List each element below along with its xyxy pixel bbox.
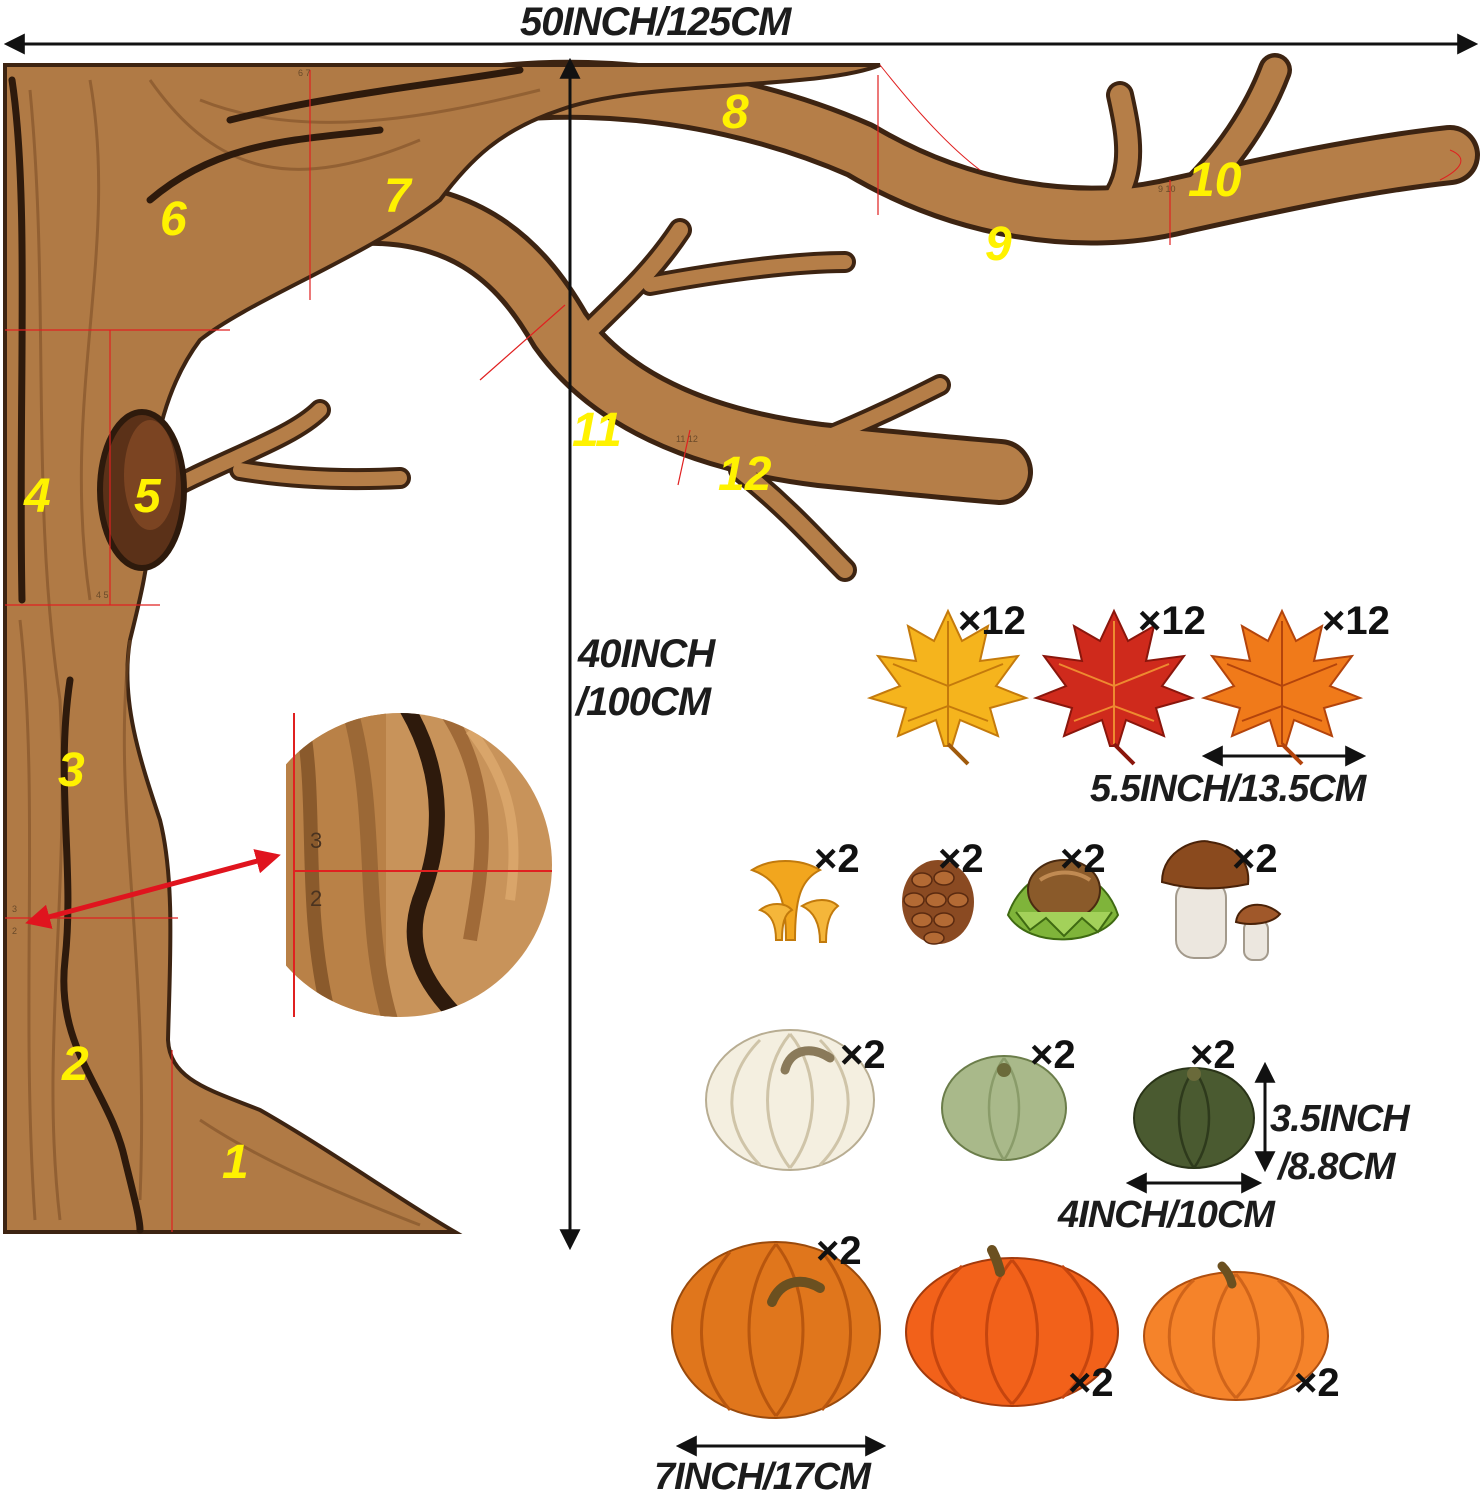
forest-items: ×2 ×2 ×2 ×2 — [749, 837, 1282, 961]
piece-number: 9 — [985, 218, 1012, 271]
piece-number: 2 — [61, 1038, 89, 1091]
maple-leaf-orange-icon — [1200, 608, 1364, 766]
maple-leaf-yellow-icon — [866, 608, 1030, 766]
piece-number: 3 — [58, 744, 85, 797]
total-width-label: 50INCH/125CM — [520, 0, 791, 44]
maple-leaves: ×12 ×12 ×12 — [866, 599, 1390, 766]
qty-leaf-orange: ×12 — [1322, 599, 1390, 643]
qty-leaf-red: ×12 — [1138, 599, 1206, 643]
svg-text:6 7: 6 7 — [298, 68, 311, 78]
qty-hazelnut: ×2 — [1060, 837, 1106, 881]
porcini-mushroom-icon — [1160, 840, 1282, 961]
tree-decal: 6 7 4 5 3 2 9 10 11 12 1 2 3 4 5 6 7 8 9… — [3, 53, 1480, 1234]
pumpkin-white-icon — [705, 1029, 875, 1171]
pinecone-icon — [902, 860, 974, 945]
svg-text:9 10: 9 10 — [1158, 184, 1176, 194]
qty-pumpkin-green: ×2 — [1030, 1033, 1076, 1077]
height-label-line1: 40INCH — [578, 632, 715, 676]
svg-text:4 5: 4 5 — [96, 590, 109, 600]
small-pumpkin-height-label-line1: 3.5INCH — [1270, 1098, 1410, 1140]
pumpkin-orange-small-icon — [1143, 1261, 1329, 1401]
leaf-width-label: 5.5INCH/13.5CM — [1090, 768, 1366, 810]
joint-zoom-detail: 3 2 — [25, 713, 552, 1017]
qty-leaf-yellow: ×12 — [958, 599, 1026, 643]
piece-number: 11 — [572, 404, 622, 457]
zoom-pointer-arrow — [25, 849, 281, 929]
qty-pumpkin-orange-small: ×2 — [1294, 1361, 1340, 1405]
small-pumpkin-height-label-line2: /8.8CM — [1278, 1146, 1395, 1188]
piece-number: 7 — [384, 170, 413, 223]
svg-text:2: 2 — [12, 926, 17, 936]
small-pumpkin-width-label: 4INCH/10CM — [1058, 1194, 1275, 1236]
joint-label-lower: 2 — [310, 886, 322, 911]
qty-pumpkin-orange-large: ×2 — [816, 1229, 862, 1273]
qty-pinecone: ×2 — [938, 837, 984, 881]
piece-number: 12 — [718, 448, 772, 501]
joint-label-upper: 3 — [310, 828, 322, 853]
piece-number: 4 — [23, 470, 51, 523]
pumpkin-orange-large-icon — [671, 1241, 881, 1419]
piece-number: 10 — [1188, 154, 1242, 207]
svg-text:3: 3 — [12, 904, 17, 914]
height-label-line2: /100CM — [576, 680, 711, 724]
chanterelle-mushroom-icon — [749, 860, 840, 943]
qty-pumpkin-white: ×2 — [840, 1033, 886, 1077]
qty-mushroom: ×2 — [1232, 837, 1278, 881]
pumpkin-green-icon — [941, 1055, 1067, 1161]
qty-chanterelle: ×2 — [814, 837, 860, 881]
large-pumpkin-width-label: 7INCH/17CM — [654, 1456, 871, 1498]
pumpkin-darkgreen-icon — [1133, 1067, 1255, 1169]
qty-pumpkin-darkgreen: ×2 — [1190, 1033, 1236, 1077]
maple-leaf-red-icon — [1032, 608, 1196, 766]
hazelnut-icon — [1006, 859, 1120, 941]
piece-number: 8 — [722, 86, 749, 139]
piece-number: 1 — [222, 1136, 249, 1189]
piece-number: 5 — [134, 470, 162, 523]
pumpkin-orange-medium-icon — [905, 1245, 1119, 1407]
pumpkins: ×2 ×2 ×2 ×2 ×2 ×2 — [671, 1029, 1340, 1419]
piece-number: 6 — [160, 193, 187, 246]
qty-pumpkin-orange-medium: ×2 — [1068, 1361, 1114, 1405]
svg-text:11 12: 11 12 — [676, 434, 698, 444]
